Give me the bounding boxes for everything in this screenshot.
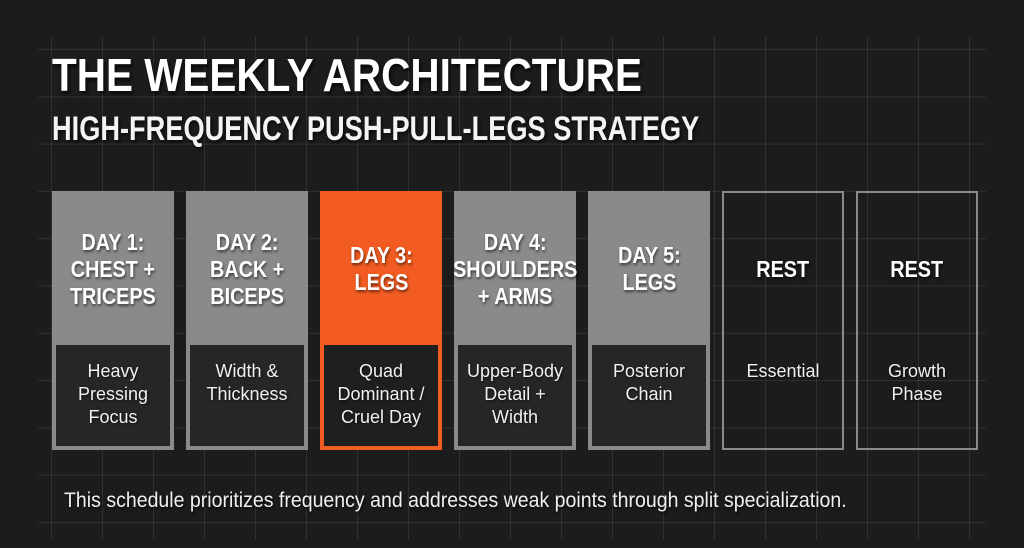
rest-card-6: REST Essential [722, 191, 844, 450]
day-label: DAY 5: LEGS [617, 242, 681, 295]
day-card-header: DAY 3: LEGS [322, 193, 440, 345]
day-card-1: DAY 1: CHEST + TRICEPS Heavy Pressing Fo… [52, 191, 174, 450]
day-card-header: REST [724, 193, 842, 345]
day-card-3-highlighted: DAY 3: LEGS Quad Dominant / Cruel Day [320, 191, 442, 450]
day-label: DAY 1: CHEST + TRICEPS [70, 228, 156, 309]
day-card-header: DAY 4: SHOULDERS + ARMS [452, 193, 578, 345]
day-label: REST [890, 255, 944, 282]
day-card-body: Width & Thickness [190, 345, 304, 446]
day-label: REST [756, 255, 810, 282]
day-card-body: Growth Phase [858, 345, 976, 448]
day-card-2: DAY 2: BACK + BICEPS Width & Thickness [186, 191, 308, 450]
day-card-body: Essential [724, 345, 842, 448]
day-card-header: REST [858, 193, 976, 345]
day-label: DAY 4: SHOULDERS + ARMS [452, 228, 578, 309]
day-card-body: Quad Dominant / Cruel Day [324, 345, 438, 446]
day-card-body: Upper-Body Detail + Width [458, 345, 572, 446]
day-focus: Essential [746, 361, 820, 381]
page-title: THE WEEKLY ARCHITECTURE [52, 49, 643, 101]
day-label: DAY 2: BACK + BICEPS [209, 228, 285, 309]
day-card-header: DAY 5: LEGS [590, 193, 708, 345]
day-card-body: Heavy Pressing Focus [56, 345, 170, 446]
rest-card-7: REST Growth Phase [856, 191, 978, 450]
page-subtitle: HIGH-FREQUENCY PUSH-PULL-LEGS STRATEGY [52, 110, 700, 148]
day-focus: Quad Dominant / Cruel Day [337, 361, 425, 427]
day-card-header: DAY 2: BACK + BICEPS [188, 193, 306, 345]
day-card-body: Posterior Chain [592, 345, 706, 446]
day-card-header: DAY 1: CHEST + TRICEPS [54, 193, 172, 345]
day-card-4: DAY 4: SHOULDERS + ARMS Upper-Body Detai… [452, 191, 578, 450]
footer-note: This schedule prioritizes frequency and … [64, 489, 847, 512]
day-focus: Heavy Pressing Focus [77, 361, 149, 427]
day-focus: Upper-Body Detail + Width [466, 361, 564, 427]
day-card-5: DAY 5: LEGS Posterior Chain [588, 191, 710, 450]
day-focus: Growth Phase [887, 361, 947, 404]
weekly-schedule: DAY 1: CHEST + TRICEPS Heavy Pressing Fo… [52, 191, 978, 450]
day-focus: Posterior Chain [612, 361, 686, 404]
day-focus: Width & Thickness [206, 361, 288, 404]
day-label: DAY 3: LEGS [349, 242, 413, 295]
